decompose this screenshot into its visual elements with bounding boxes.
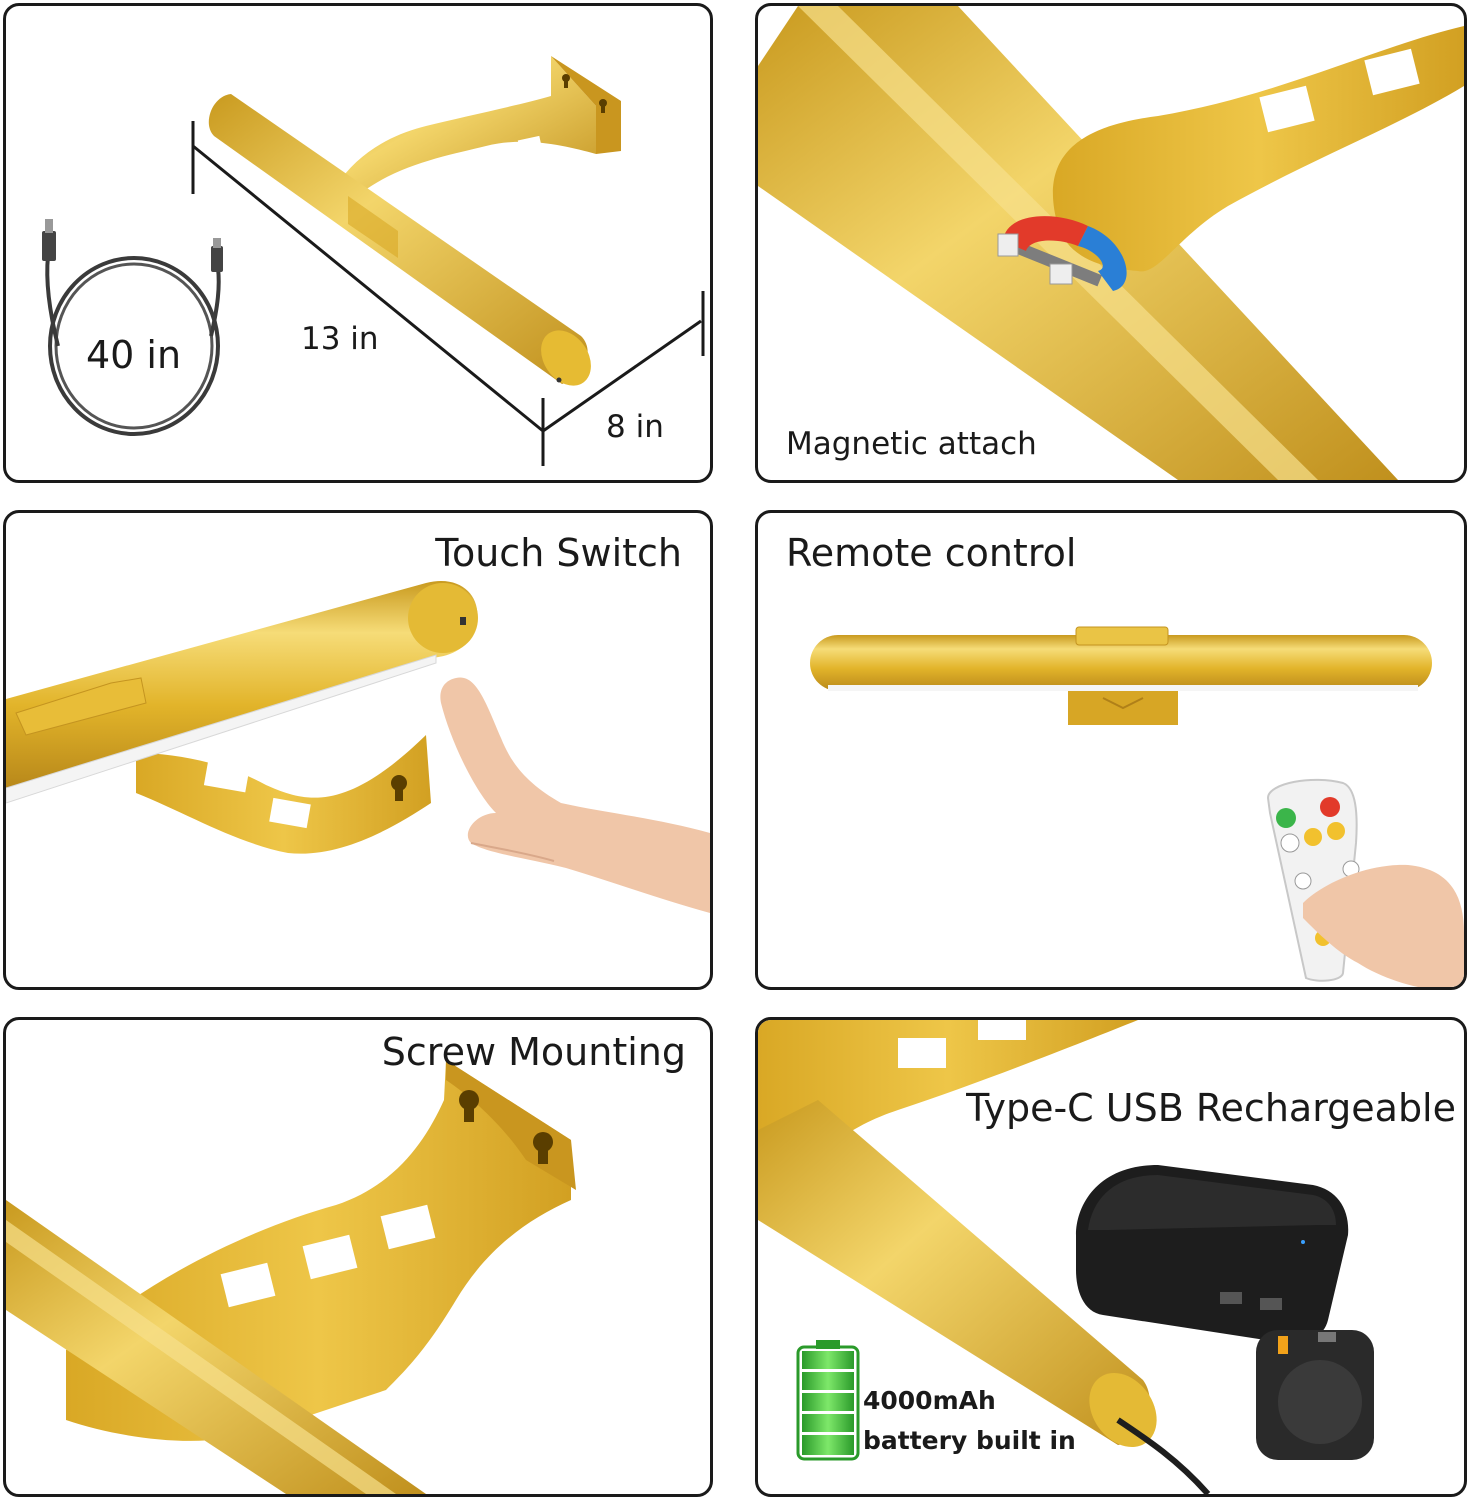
- panel-magnetic: Magnetic attach: [755, 3, 1467, 483]
- touch-title: Touch Switch: [435, 531, 682, 575]
- panel-dimensions: 40 in 13 in 8 in: [3, 3, 713, 483]
- hand-icon: [440, 677, 710, 913]
- bracket-icon: [136, 735, 431, 854]
- battery-built-in-label: battery built in: [863, 1426, 1076, 1455]
- cable-length-label: 40 in: [86, 333, 182, 377]
- magnetic-title: Magnetic attach: [786, 426, 1037, 462]
- light-bar-icon: [208, 94, 591, 386]
- bracket-depth-label: 8 in: [606, 409, 664, 445]
- usb-illustration: [758, 1020, 1374, 1494]
- usb-cable-icon: [1116, 1417, 1211, 1494]
- magnet-icon: [997, 216, 1127, 291]
- power-bank-icon: [1076, 1165, 1349, 1343]
- dimension-lines: [191, 121, 705, 466]
- panel-screw: Screw Mounting: [3, 1017, 713, 1497]
- panel-remote: Remote control: [755, 510, 1467, 990]
- screw-illustration: [6, 1060, 576, 1494]
- battery-icon: [796, 1340, 860, 1461]
- dimensions-illustration: [42, 56, 705, 466]
- usb-title: Type-C USB Rechargeable: [966, 1086, 1456, 1130]
- bar-length-label: 13 in: [301, 321, 379, 357]
- screw-title: Screw Mounting: [381, 1030, 686, 1074]
- light-bar-icon: [758, 1020, 1157, 1448]
- remote-title: Remote control: [786, 531, 1077, 575]
- bracket-icon: [1052, 26, 1464, 272]
- bracket-icon: [336, 56, 621, 206]
- usb-cable-icon: [42, 219, 223, 436]
- touch-illustration: [6, 581, 710, 913]
- light-bar-icon: [6, 581, 478, 804]
- panel-touch: Touch Switch: [3, 510, 713, 990]
- remote-illustration: [810, 626, 1464, 987]
- battery-capacity-label: 4000mAh: [863, 1386, 996, 1415]
- light-bar-icon: [810, 626, 1432, 725]
- charger-icon: [1256, 1330, 1374, 1460]
- hand-icon: [1303, 864, 1464, 987]
- magnetic-illustration: [758, 6, 1464, 480]
- light-bar-icon: [6, 1200, 426, 1494]
- panel-usb: Type-C USB Rechargeable 4000mAh battery …: [755, 1017, 1467, 1497]
